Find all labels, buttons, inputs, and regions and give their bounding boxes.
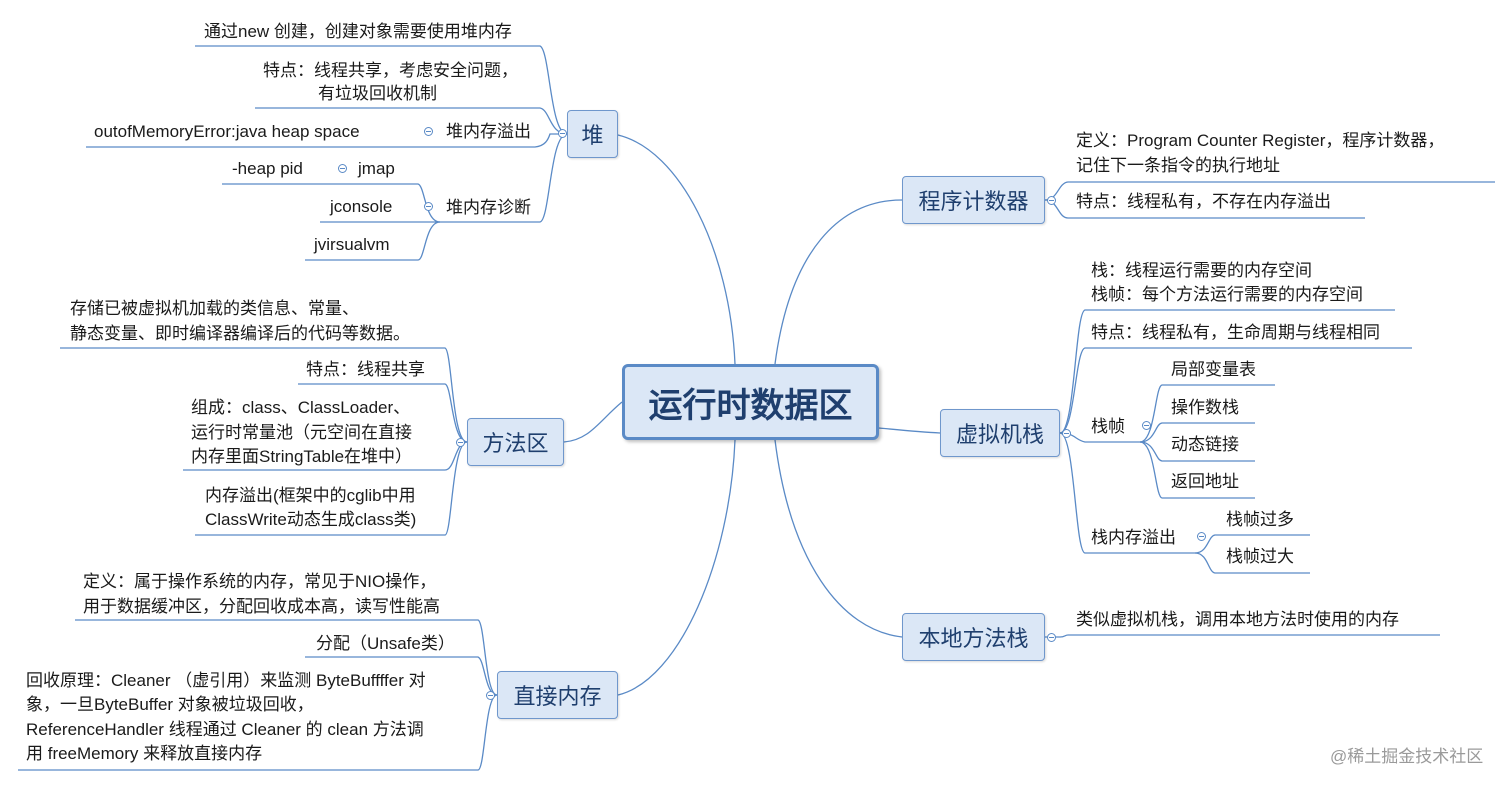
direct-def-line1: 定义：属于操作系统的内存，常见于NIO操作， [83, 572, 437, 591]
heap-create: 通过new 创建，创建对象需要使用堆内存 [204, 22, 512, 41]
direct-reclaim-line1: 回收原理：Cleaner （虚引用）来监测 ByteBuffffer 对 [26, 671, 426, 690]
collapse-icon[interactable] [1047, 196, 1056, 205]
topic-direct-memory[interactable]: 直接内存 [497, 671, 618, 719]
vm-frame-label: 栈帧 [1091, 417, 1125, 436]
heap-jconsole: jconsole [330, 197, 393, 216]
method-overflow-line1: 内存溢出(框架中的cglib中用 [205, 486, 416, 505]
method-store-line1: 存储已被虚拟机加载的类信息、常量、 [70, 299, 359, 318]
vm-frame-item: 操作数栈 [1171, 398, 1239, 417]
vm-stack-line2: 栈帧：每个方法运行需要的内存空间 [1091, 285, 1363, 304]
method-compose-line3: 内存里面StringTable在堆中） [191, 447, 413, 466]
topic-program-counter[interactable]: 程序计数器 [902, 176, 1045, 224]
topic-heap[interactable]: 堆 [567, 110, 618, 158]
collapse-icon[interactable] [338, 164, 347, 173]
watermark: @稀土掘金技术社区 [1330, 747, 1484, 766]
vm-frame-item: 返回地址 [1171, 472, 1239, 491]
pc-def-line1: 定义：Program Counter Register，程序计数器， [1076, 131, 1445, 150]
collapse-icon[interactable] [1062, 429, 1071, 438]
collapse-icon[interactable] [424, 127, 433, 136]
topic-heap-label: 堆 [581, 123, 604, 148]
direct-reclaim-line2: 象，一旦ByteBuffer 对象被垃圾回收， [26, 695, 314, 714]
collapse-icon[interactable] [1047, 633, 1056, 642]
heap-overflow-error: outofMemoryError:java heap space [94, 122, 360, 141]
vm-overflow-item: 栈帧过多 [1226, 510, 1294, 529]
direct-reclaim-line4: 用 freeMemory 来释放直接内存 [26, 744, 263, 763]
collapse-icon[interactable] [1197, 532, 1206, 541]
topic-method-area[interactable]: 方法区 [467, 418, 564, 466]
topic-method-area-label: 方法区 [482, 431, 549, 456]
native-stack-desc: 类似虚拟机栈，调用本地方法时使用的内存 [1076, 610, 1399, 629]
direct-alloc: 分配（Unsafe类） [316, 634, 455, 653]
vm-overflow-item: 栈帧过大 [1226, 547, 1294, 566]
collapse-icon[interactable] [456, 438, 465, 447]
vm-frame-item: 局部变量表 [1171, 360, 1256, 379]
method-compose-line2: 运行时常量池（元空间在直接 [191, 423, 412, 442]
heap-feature-line2: 有垃圾回收机制 [318, 84, 437, 103]
heap-feature-line1: 特点：线程共享，考虑安全问题， [263, 61, 518, 80]
collapse-icon[interactable] [486, 691, 495, 700]
vm-stack-feature: 特点：线程私有，生命周期与线程相同 [1091, 323, 1380, 342]
direct-reclaim-line3: ReferenceHandler 线程通过 Cleaner 的 clean 方法… [26, 720, 424, 739]
topic-direct-memory-label: 直接内存 [513, 684, 602, 709]
method-store-line2: 静态变量、即时编译器编译后的代码等数据。 [70, 324, 410, 343]
direct-def-line2: 用于数据缓冲区，分配回收成本高，读写性能高 [83, 597, 440, 616]
topic-native-stack-label: 本地方法栈 [918, 626, 1029, 651]
topic-program-counter-label: 程序计数器 [918, 189, 1029, 214]
pc-def-line2: 记住下一条指令的执行地址 [1076, 156, 1280, 175]
heap-jmap-arg: -heap pid [232, 159, 303, 178]
collapse-icon[interactable] [424, 202, 433, 211]
vm-overflow-label: 栈内存溢出 [1091, 528, 1176, 547]
central-topic[interactable]: 运行时数据区 [622, 364, 879, 440]
heap-jvisualvm: jvirsualvm [314, 235, 390, 254]
heap-overflow-label: 堆内存溢出 [446, 122, 531, 141]
topic-vm-stack-label: 虚拟机栈 [955, 422, 1044, 447]
vm-frame-item: 动态链接 [1171, 435, 1239, 454]
heap-jmap: jmap [358, 159, 395, 178]
topic-vm-stack[interactable]: 虚拟机栈 [940, 409, 1060, 457]
method-overflow-line2: ClassWrite动态生成class类) [205, 510, 417, 529]
pc-feature: 特点：线程私有，不存在内存溢出 [1076, 192, 1331, 211]
method-compose-line1: 组成：class、ClassLoader、 [191, 398, 411, 417]
collapse-icon[interactable] [558, 129, 567, 138]
method-feature: 特点：线程共享 [306, 360, 425, 379]
collapse-icon[interactable] [1142, 421, 1151, 430]
topic-native-stack[interactable]: 本地方法栈 [902, 613, 1045, 661]
vm-stack-line1: 栈：线程运行需要的内存空间 [1091, 261, 1312, 280]
heap-diag-label: 堆内存诊断 [446, 198, 531, 217]
